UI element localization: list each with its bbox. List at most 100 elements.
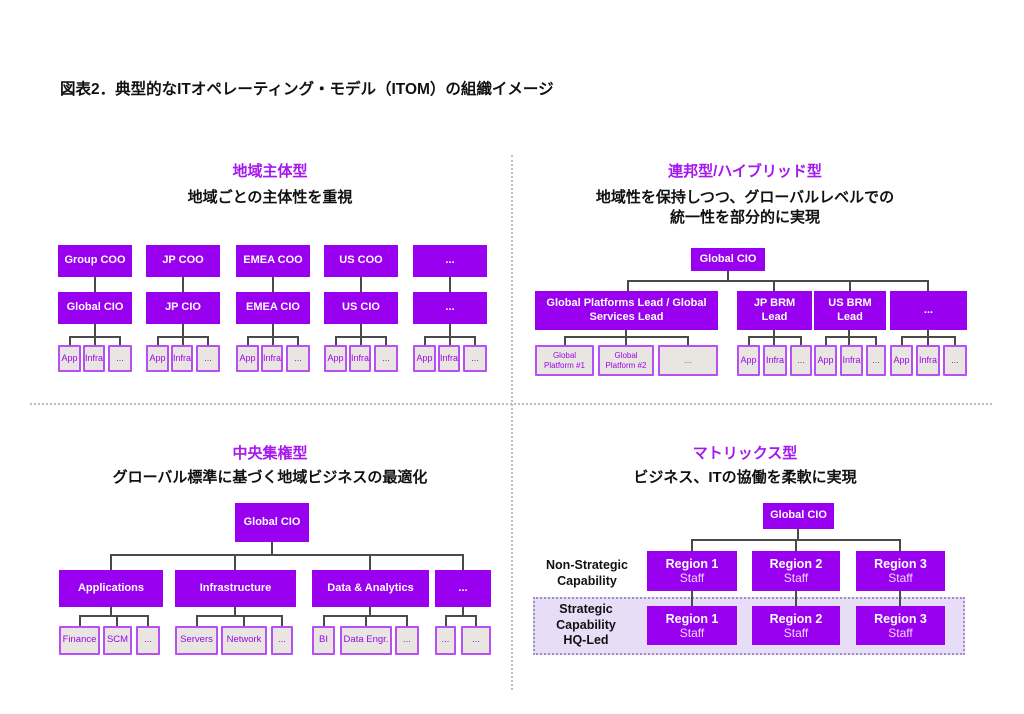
q1-heading: 地域主体型	[232, 163, 308, 180]
q1-coo-box: Group COO	[58, 245, 132, 277]
connector	[564, 336, 689, 338]
q2-branch-box: US BRM Lead	[814, 291, 886, 330]
connector	[901, 336, 956, 338]
q1-kid-box: Infra	[261, 345, 283, 372]
connector	[773, 330, 775, 337]
q1-cio-box: US CIO	[324, 292, 398, 324]
figure-title: 図表2．典型的なITオペレーティング・モデル（ITOM）の組織イメージ	[60, 81, 554, 98]
connector	[369, 607, 371, 616]
connector	[445, 617, 447, 626]
staff-label: Staff	[783, 625, 809, 640]
q2-kid-box: App	[737, 345, 760, 376]
q2-kid-box: ...	[790, 345, 812, 376]
connector	[369, 556, 371, 570]
q1-kid-box: App	[413, 345, 436, 372]
q4-region-box: Region 1 Staff	[647, 551, 737, 591]
q4-region-box: Region 3 Staff	[856, 551, 945, 591]
staff-label: Staff	[679, 571, 705, 585]
connector	[627, 282, 629, 291]
connector	[360, 338, 362, 345]
connector	[157, 336, 209, 338]
q2-branch-box: JP BRM Lead	[737, 291, 812, 330]
vertical-divider	[511, 155, 513, 690]
q3-kid-box: ...	[435, 626, 456, 655]
q2-kid-box: Global Platform #2	[598, 345, 654, 376]
connector	[691, 541, 693, 551]
connector	[234, 607, 236, 616]
q3-branch-box: ...	[435, 570, 491, 607]
connector	[281, 617, 283, 626]
q2-kid-box: Infra	[763, 345, 787, 376]
staff-label: Staff	[888, 571, 913, 585]
connector	[848, 330, 850, 337]
q2-kid-box: Infra	[916, 345, 940, 376]
q3-kid-box: ...	[271, 626, 293, 655]
q4-row2-label: Strategic Capability HQ-Led	[531, 602, 641, 649]
q2-branch-box: ...	[890, 291, 967, 330]
connector	[335, 338, 337, 345]
q3-kid-box: Servers	[175, 626, 218, 655]
connector	[727, 271, 729, 281]
q3-kid-box: SCM	[103, 626, 132, 655]
q3-heading: 中央集権型	[232, 445, 308, 462]
connector	[335, 336, 387, 338]
connector	[196, 615, 283, 617]
connector	[691, 591, 693, 606]
connector	[848, 338, 850, 345]
q1-kid-box: App	[146, 345, 169, 372]
q1-cio-box: JP CIO	[146, 292, 220, 324]
connector	[79, 615, 149, 617]
q1-subtitle: 地域ごとの主体性を重視	[187, 189, 353, 206]
connector	[69, 338, 71, 345]
q1-kid-box: ...	[286, 345, 310, 372]
connector	[272, 324, 274, 337]
connector	[449, 338, 451, 345]
connector	[116, 617, 118, 626]
q4-row2-label-line: Strategic	[559, 602, 613, 616]
staff-label: Staff	[888, 625, 913, 640]
q2-heading: 連邦型/ハイブリッド型	[668, 163, 822, 180]
connector	[795, 541, 797, 551]
connector	[119, 338, 121, 345]
q1-kid-box: ...	[108, 345, 132, 372]
q3-kid-box: ...	[136, 626, 160, 655]
q4-region-box: Region 2 Staff	[752, 606, 840, 645]
q4-region-box: Region 3 Staff	[856, 606, 945, 645]
q2-kid-box: ...	[943, 345, 967, 376]
connector	[110, 554, 464, 556]
q4-region-box: Region 1 Staff	[647, 606, 737, 645]
q1-kid-box: Infra	[349, 345, 371, 372]
connector	[899, 541, 901, 551]
connector	[247, 338, 249, 345]
connector	[247, 336, 299, 338]
staff-label: Staff	[783, 571, 809, 585]
connector	[147, 617, 149, 626]
q2-kid-box: ...	[658, 345, 718, 376]
connector	[954, 338, 956, 345]
q3-branch-box: Applications	[59, 570, 163, 607]
connector	[157, 338, 159, 345]
connector	[927, 282, 929, 291]
connector	[797, 529, 799, 540]
connector	[424, 338, 426, 345]
connector	[110, 607, 112, 616]
q3-root-box: Global CIO	[235, 503, 309, 542]
connector	[564, 338, 566, 345]
connector	[927, 338, 929, 345]
q1-coo-box: ...	[413, 245, 487, 277]
connector	[475, 617, 477, 626]
connector	[234, 556, 236, 570]
connector	[94, 324, 96, 337]
q4-row2-label-line: HQ-Led	[563, 633, 609, 648]
q3-branch-box: Infrastructure	[175, 570, 296, 607]
connector	[207, 338, 209, 345]
q4-row2-label-line: Capability	[556, 617, 616, 632]
q2-kid-box: ...	[866, 345, 886, 376]
connector	[110, 556, 112, 570]
connector	[687, 338, 689, 345]
q3-kid-box: Network	[221, 626, 267, 655]
connector	[385, 338, 387, 345]
q2-kid-box: Global Platform #1	[535, 345, 594, 376]
connector	[901, 338, 903, 345]
q2-subtitle-line1: 地域性を保持しつつ、グローバルレベルでの	[595, 189, 895, 206]
